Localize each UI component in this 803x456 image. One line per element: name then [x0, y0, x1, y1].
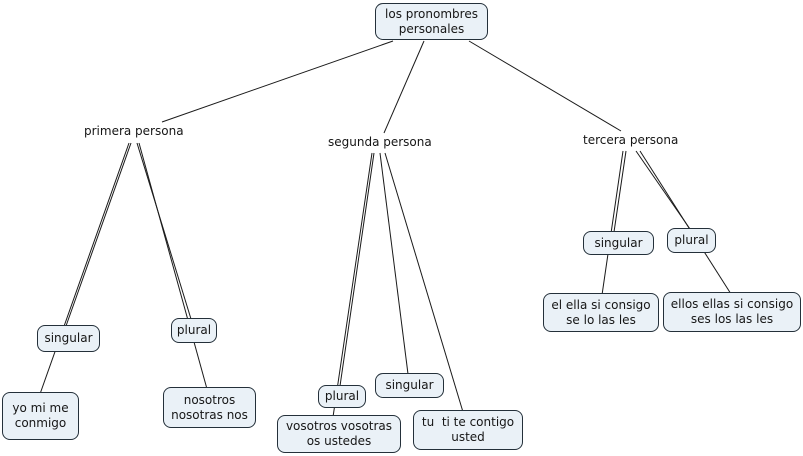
branch-label-tercera-persona[interactable]: tercera persona [583, 133, 679, 147]
node-tercera-plural[interactable]: plural [667, 228, 716, 253]
connector-line [339, 152, 375, 387]
connector-line [468, 40, 622, 132]
connector-line [384, 152, 464, 413]
connector-line [379, 152, 409, 375]
connector-line [161, 40, 394, 123]
branch-label-segunda-persona[interactable]: segunda persona [328, 135, 432, 149]
connector-line [136, 142, 192, 320]
leaf-segunda-plural[interactable]: vosotros vosotras os ustedes [277, 415, 401, 453]
leaf-segunda-singular[interactable]: tu ti te contigo usted [413, 410, 523, 450]
connector-line [639, 150, 732, 295]
connector-line [383, 40, 425, 134]
connector-line [613, 150, 627, 233]
node-primera-plural[interactable]: plural [171, 318, 217, 343]
leaf-primera-singular[interactable]: yo mi me conmigo [2, 392, 79, 440]
leaf-primera-plural[interactable]: nosotros nosotras nos [163, 387, 256, 428]
node-segunda-singular[interactable]: singular [375, 373, 444, 398]
connector-line [601, 150, 624, 296]
branch-label-primera-persona[interactable]: primera persona [84, 124, 184, 138]
node-root[interactable]: los pronombres personales [375, 3, 488, 40]
node-segunda-plural[interactable]: plural [318, 385, 366, 408]
leaf-tercera-singular[interactable]: el ella si consigo se lo las les [543, 293, 659, 332]
node-tercera-singular[interactable]: singular [583, 231, 654, 255]
connector-line [65, 142, 132, 327]
connector-line [332, 152, 373, 418]
connector-line [39, 142, 130, 395]
node-primera-singular[interactable]: singular [37, 325, 100, 352]
connector-line [138, 142, 208, 390]
leaf-tercera-plural[interactable]: ellos ellas si consigo ses los las les [663, 292, 801, 332]
